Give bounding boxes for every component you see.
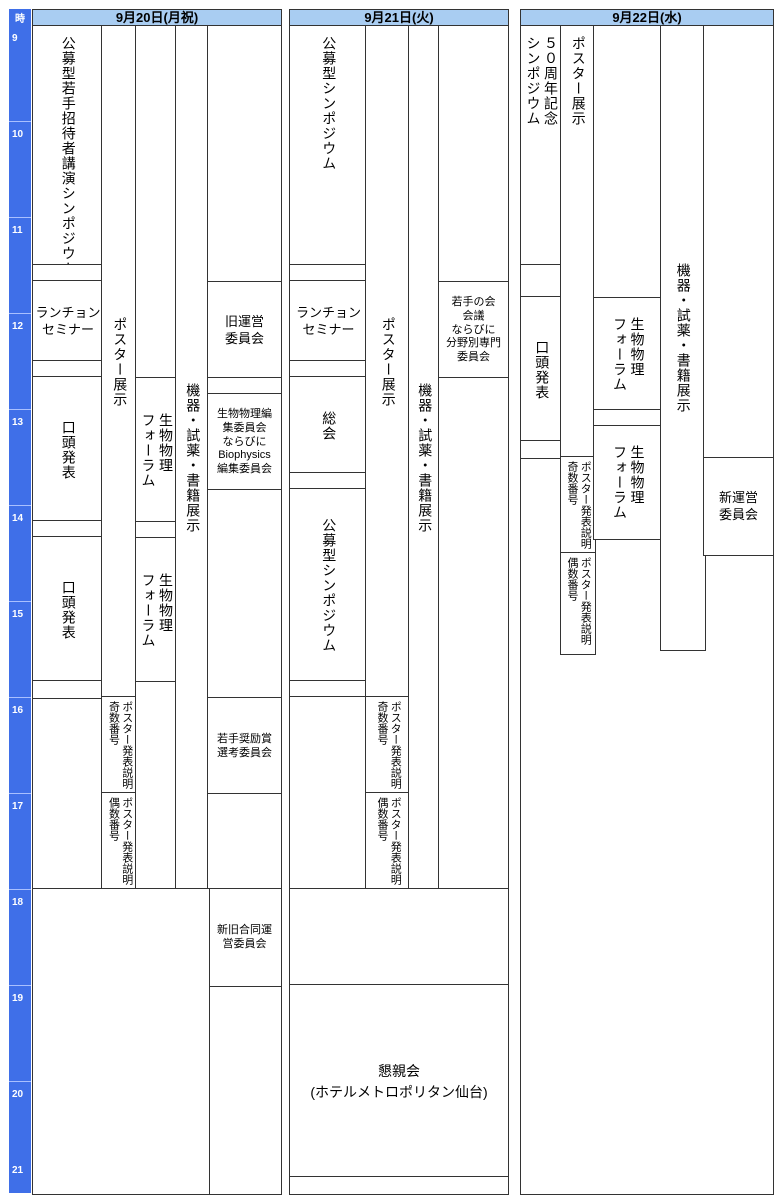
- poster-odd-0921: ポスター発表説明奇数番号: [365, 696, 411, 799]
- hour-divider: [9, 697, 31, 698]
- poster-odd-0920: ポスター発表説明奇数番号: [101, 696, 138, 799]
- equipment-exhibit-0921: 機器・試薬・書籍展示: [408, 25, 441, 891]
- luncheon-seminar-0920: ランチョンセミナー: [32, 280, 104, 363]
- hour-label: 15: [12, 609, 24, 620]
- gap-cell: [520, 264, 563, 299]
- hour-label: 21: [12, 1165, 24, 1176]
- forum-biophysics-0922-1: 生物物理フォーラム: [593, 297, 663, 412]
- poster-odd-0922: ポスター発表説明奇数番号: [560, 456, 596, 559]
- empty-cell: [207, 489, 282, 700]
- day-header-0920: 9月20日(月祝): [32, 9, 282, 27]
- day-header-0921: 9月21日(火): [289, 9, 509, 27]
- koubo-symposium-0921-am: 公募型シンポジウム: [289, 25, 368, 277]
- forum-biophysics-0920-1: 生物物理フォーラム: [135, 377, 178, 524]
- hour-label: 13: [12, 417, 24, 428]
- hour-label: 19: [12, 993, 24, 1004]
- luncheon-seminar-0921: ランチョンセミナー: [289, 280, 368, 363]
- anniversary-symposium: ５０周年記念シンポジウム: [520, 25, 563, 277]
- koubo-symposium-0921-pm: 公募型シンポジウム: [289, 488, 368, 683]
- evening-empty-0920: [32, 888, 210, 1195]
- poster-even-0922: ポスター発表説明偶数番号: [560, 552, 596, 655]
- empty-cell: [207, 25, 282, 284]
- hour-divider: [9, 313, 31, 314]
- hour-divider: [9, 793, 31, 794]
- old-steering-committee: 旧運営委員会: [207, 281, 282, 380]
- hour-divider: [9, 1081, 31, 1082]
- hour-divider: [9, 121, 31, 122]
- hour-label: 17: [12, 801, 24, 812]
- hour-divider: [9, 601, 31, 602]
- gap-cell: [32, 680, 104, 699]
- hour-divider: [9, 889, 31, 890]
- hour-divider: [9, 505, 31, 506]
- empty-cell: [438, 25, 509, 284]
- empty-cell: [438, 377, 509, 891]
- empty-cell: [289, 1176, 509, 1195]
- young-award-committee: 若手奨励賞選考委員会: [207, 697, 282, 796]
- empty-cell: [289, 696, 368, 891]
- hour-label: 11: [12, 225, 23, 236]
- poster-exhibit-0920: ポスター展示: [101, 25, 138, 699]
- poster-exhibit-0922: ポスター展示: [560, 25, 596, 469]
- hour-label: 20: [12, 1089, 24, 1100]
- oral-presentation-0920-pm: 口頭発表: [32, 536, 104, 683]
- hour-label: 18: [12, 897, 24, 908]
- hour-divider: [9, 217, 31, 218]
- joint-steering-committee: 新旧合同運営委員会: [207, 888, 282, 987]
- poster-exhibit-0921: ポスター展示: [365, 25, 411, 699]
- hour-label: 14: [12, 513, 24, 524]
- poster-even-0921: ポスター発表説明偶数番号: [365, 792, 411, 895]
- forum-biophysics-0922-2: 生物物理フォーラム: [593, 425, 663, 540]
- hour-label: 12: [12, 321, 24, 332]
- oral-presentation-0920-am: 口頭発表: [32, 376, 104, 523]
- general-assembly: 総会: [289, 376, 368, 475]
- empty-cell: [593, 25, 663, 300]
- koubo-young-symposium: 公募型若手招待者講演シンポジウム: [32, 25, 104, 277]
- equipment-exhibit-0922: 機器・試薬・書籍展示: [660, 25, 706, 651]
- gap-cell: [520, 440, 563, 459]
- empty-cell: [135, 25, 178, 380]
- young-society-meeting: 若手の会会議ならびに分野別専門委員会: [438, 281, 509, 380]
- evening-empty-0921: [289, 888, 509, 987]
- empty-cell: [703, 25, 774, 460]
- hour-divider: [9, 409, 31, 410]
- poster-even-0920: ポスター発表説明偶数番号: [101, 792, 138, 895]
- oral-presentation-0922: 口頭発表: [520, 296, 563, 443]
- hour-divider: [9, 985, 31, 986]
- forum-biophysics-0920-2: 生物物理フォーラム: [135, 537, 178, 684]
- empty-cell: [207, 793, 282, 891]
- new-steering-committee: 新運営委員会: [703, 457, 774, 556]
- empty-cell: [135, 681, 178, 891]
- hour-label: 16: [12, 705, 24, 716]
- hour-label: 9: [12, 33, 18, 44]
- banquet: 懇親会(ホテルメトロポリタン仙台): [289, 984, 509, 1179]
- hour-label: 10: [12, 129, 24, 140]
- time-header: 時: [15, 14, 25, 25]
- equipment-exhibit-0920: 機器・試薬・書籍展示: [175, 25, 210, 891]
